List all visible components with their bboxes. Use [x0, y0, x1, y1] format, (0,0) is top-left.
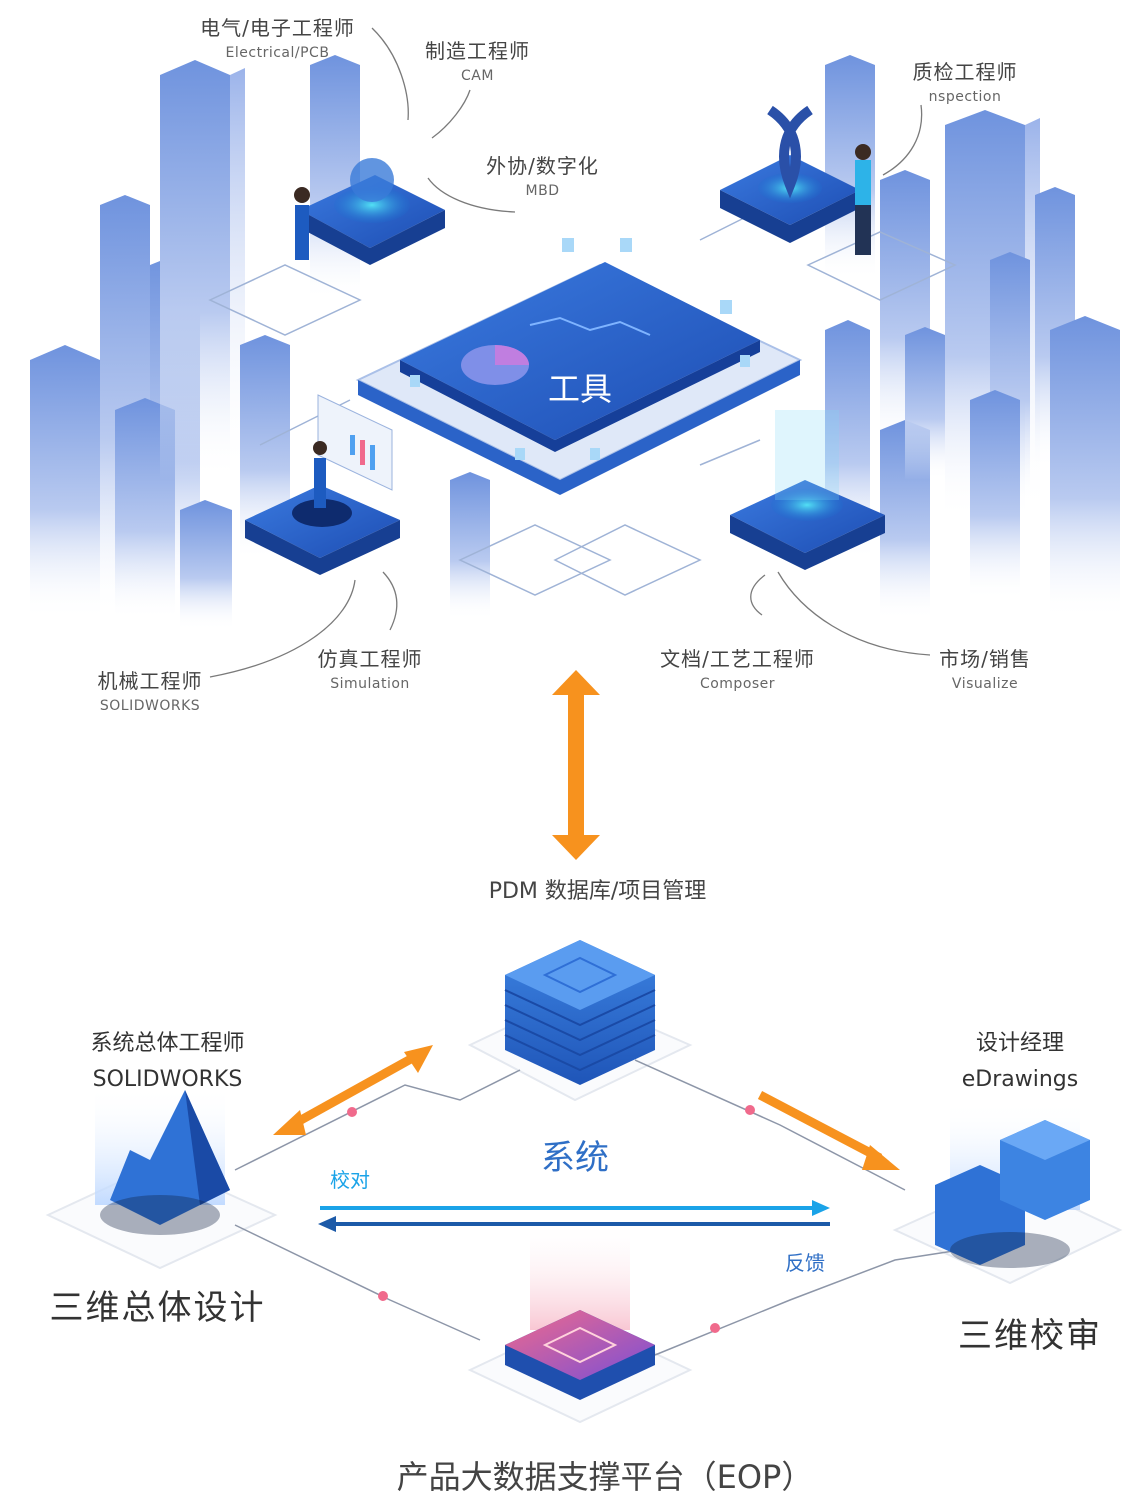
right-node-label: 三维校审: [958, 1316, 1102, 1356]
role-documentation-en: Composer: [699, 676, 776, 692]
role-electrical-cn: 电气/电子工程师: [200, 16, 355, 40]
label-leaders: [209, 27, 931, 678]
feedback-label: 反馈: [785, 1251, 825, 1275]
role-electrical: 电气/电子工程师 Electrical/PCB: [190, 12, 365, 61]
simulation-platform: [245, 394, 400, 575]
system-label: 系统: [541, 1138, 609, 1178]
right-role-cn: 设计经理: [975, 1031, 1064, 1056]
left-node-label: 三维总体设计: [49, 1288, 266, 1328]
eop-chip: [505, 1220, 655, 1400]
role-inspection: 质检工程师 nspection: [900, 56, 1030, 105]
design-block: [95, 1085, 230, 1235]
role-manufacturing-cn: 制造工程师: [425, 39, 530, 63]
proofread-label: 校对: [330, 1168, 370, 1192]
electrical-platform: [294, 158, 445, 265]
tools-label: 工具: [547, 370, 612, 408]
role-manufacturing-en: CAM: [461, 68, 494, 84]
left-role-en: SOLIDWORKS: [92, 1067, 243, 1092]
orange-arrow-right: [757, 1091, 900, 1170]
review-block: [935, 1100, 1090, 1268]
right-role-en: eDrawings: [961, 1067, 1079, 1092]
role-documentation: 文档/工艺工程师 Composer: [640, 643, 835, 692]
city-towers: [30, 55, 1120, 630]
review-feedback-arrows: [318, 1200, 830, 1232]
role-manufacturing: 制造工程师 CAM: [410, 35, 545, 84]
role-inspection-cn: 质检工程师: [912, 60, 1018, 84]
role-electrical-en: Electrical/PCB: [225, 45, 330, 61]
role-simulation-en: Simulation: [330, 676, 410, 692]
role-mechanical: 机械工程师 SOLIDWORKS: [85, 665, 215, 714]
right-role: 设计经理 eDrawings: [940, 1025, 1100, 1092]
pdm-label: PDM 数据库/项目管理: [488, 879, 707, 904]
documentation-platform: [730, 410, 885, 570]
role-mechanical-en: SOLIDWORKS: [99, 698, 201, 714]
vertical-double-arrow: [552, 670, 600, 860]
role-documentation-cn: 文档/工艺工程师: [660, 647, 815, 671]
orange-double-arrow-left: [273, 1045, 433, 1135]
role-marketing-en: Visualize: [951, 676, 1019, 692]
tools-platform: [355, 238, 803, 495]
role-inspection-en: nspection: [928, 89, 1002, 105]
left-role: 系统总体工程师 SOLIDWORKS: [60, 1025, 275, 1092]
role-outsourcing-en: MBD: [525, 183, 560, 199]
platform-label: 产品大数据支撑平台（EOP）: [396, 1458, 814, 1496]
role-marketing-cn: 市场/销售: [939, 647, 1031, 671]
role-simulation: 仿真工程师 Simulation: [305, 643, 435, 692]
role-simulation-cn: 仿真工程师: [317, 647, 423, 671]
role-outsourcing: 外协/数字化 MBD: [475, 150, 610, 199]
role-outsourcing-cn: 外协/数字化: [486, 154, 599, 178]
left-role-cn: 系统总体工程师: [90, 1031, 245, 1056]
pdm-server-stack: [504, 940, 656, 1085]
inspection-platform: [720, 105, 871, 255]
role-mechanical-cn: 机械工程师: [97, 669, 203, 693]
role-marketing: 市场/销售 Visualize: [925, 643, 1045, 692]
